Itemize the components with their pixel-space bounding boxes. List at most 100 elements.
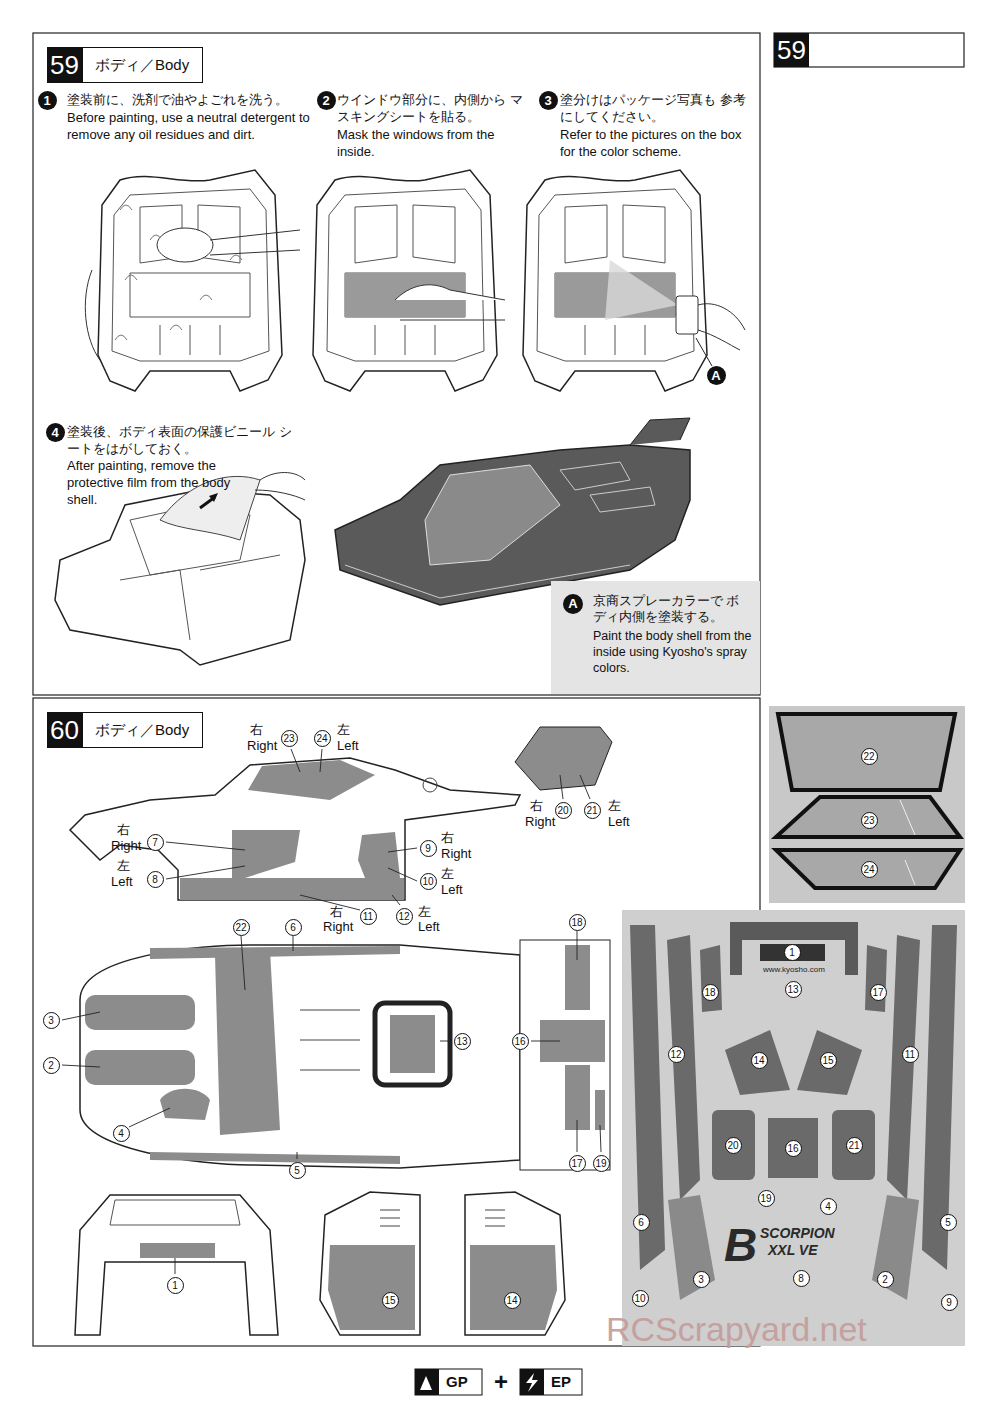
callout-number: 17 [569, 1155, 586, 1172]
step-box [774, 33, 964, 67]
leader-lines [62, 749, 601, 1274]
step-title: ボディ／Body [82, 47, 203, 83]
side-label: 右 [330, 904, 343, 921]
callout-number: 4 [113, 1125, 130, 1142]
side-label: 右 [530, 798, 543, 815]
callout-number: 1 [784, 944, 801, 961]
panel-frame [33, 698, 760, 1346]
front-view [75, 1195, 278, 1335]
callout-number: 14 [504, 1292, 521, 1309]
node-heading: 59 [774, 33, 809, 67]
side-label: Left [337, 738, 359, 755]
callout-number: 1 [167, 1277, 184, 1294]
painted-body-illustration [335, 418, 690, 605]
callout-number: 22 [233, 919, 250, 936]
callout-number: 8 [793, 1270, 810, 1287]
side-label: 左 [418, 904, 431, 921]
note-ground [551, 581, 760, 694]
instruction-text: 塗分けはパッケージ写真も 参考にしてください。 [560, 92, 752, 126]
step-number: 2 [317, 91, 336, 110]
node-heading: 60 [47, 712, 82, 748]
decal-logo: B [724, 1222, 757, 1268]
callout-number: 23 [281, 730, 298, 747]
node-heading: ボディ／Body [95, 48, 190, 82]
callout-number: 20 [555, 802, 572, 819]
side-label: Right [525, 814, 555, 831]
side-label: Right [247, 738, 277, 755]
side-label: 左 [441, 866, 454, 883]
step-number: 1 [38, 91, 57, 110]
callout-number: 18 [702, 984, 719, 1001]
instruction-text: ウインドウ部分に、内側から マスキングシートを貼る。 [337, 92, 527, 126]
callout-number: 7 [147, 834, 164, 851]
decal-sheet [622, 910, 965, 1346]
decal-logo: XXL VE [768, 1243, 818, 1258]
spray-illustration [523, 170, 745, 391]
side-label: 左 [608, 798, 621, 815]
callout-number: 10 [420, 873, 437, 890]
callout-number: 24 [861, 861, 878, 878]
callout-number: 22 [861, 748, 878, 765]
side-label: Left [608, 814, 630, 831]
step-number: 59 [47, 47, 82, 83]
instruction-text: After painting, remove the protective fi… [67, 458, 239, 509]
callout-number: 18 [569, 914, 586, 931]
callout-number: 14 [751, 1052, 768, 1069]
step-number: 59 [774, 33, 809, 67]
watermark: RCScrapyard.net [606, 1312, 867, 1346]
step-number: 60 [47, 712, 82, 748]
side-label: Left [111, 874, 133, 891]
footer-label: + [494, 1370, 508, 1394]
callout-number: 13 [454, 1033, 471, 1050]
decal-text: www.kyosho.com [763, 966, 825, 974]
masking-illustration [313, 170, 505, 391]
callout-number: 12 [668, 1046, 685, 1063]
footer-label: GP [446, 1373, 468, 1391]
callout-number: 5 [289, 1162, 306, 1179]
instruction-text: Before painting, use a neutral detergent… [67, 110, 322, 144]
callout-number: 2 [43, 1057, 60, 1074]
side-label: Right [441, 846, 471, 863]
callout-number: 11 [902, 1046, 919, 1063]
callout-number: 19 [758, 1190, 775, 1207]
side-label: 右 [441, 830, 454, 847]
side-label: 右 [250, 722, 263, 739]
callout-number: 16 [785, 1140, 802, 1157]
side-panels [320, 1192, 565, 1335]
callout-letter: A [707, 366, 726, 385]
step-number: 3 [539, 91, 558, 110]
callout-number: 3 [693, 1271, 710, 1288]
node-text: Paint the body shell from the inside usi… [593, 628, 752, 677]
callout-number: 8 [147, 871, 164, 888]
callout-number: 15 [382, 1292, 399, 1309]
callout-number: 16 [512, 1033, 529, 1050]
note-box: A京商スプレーカラーで ボディ内側を塗装する。Paint the body sh… [551, 581, 760, 694]
callout-number: 13 [785, 981, 802, 998]
callout-number: 9 [941, 1294, 958, 1311]
callout-number: 23 [861, 812, 878, 829]
node-heading: 59 [47, 47, 82, 83]
side-label: Left [441, 882, 463, 899]
side-label: Left [418, 919, 440, 936]
instruction-text: Mask the windows from the inside. [337, 127, 512, 161]
side-label: Right [111, 838, 141, 855]
callout-number: 19 [593, 1155, 610, 1172]
callout-number: 21 [846, 1137, 863, 1154]
callout-number: 5 [940, 1214, 957, 1231]
step-title: ボディ／Body [82, 712, 203, 748]
callout-number: 20 [725, 1137, 742, 1154]
footer-label: EP [551, 1373, 571, 1391]
callout-number: 3 [43, 1012, 60, 1029]
wash-illustration [85, 170, 300, 391]
callout-number: 17 [870, 984, 887, 1001]
side-label: 左 [337, 722, 350, 739]
node-text: 京商スプレーカラーで ボディ内側を塗装する。 [593, 593, 752, 626]
callout-number: 12 [396, 908, 413, 925]
side-view [70, 727, 612, 900]
callout-number: 2 [877, 1271, 894, 1288]
callout-number: 9 [420, 840, 437, 857]
top-view [80, 940, 610, 1170]
side-label: 左 [117, 858, 130, 875]
decal-logo: SCORPION [760, 1226, 835, 1241]
side-label: 右 [117, 822, 130, 839]
